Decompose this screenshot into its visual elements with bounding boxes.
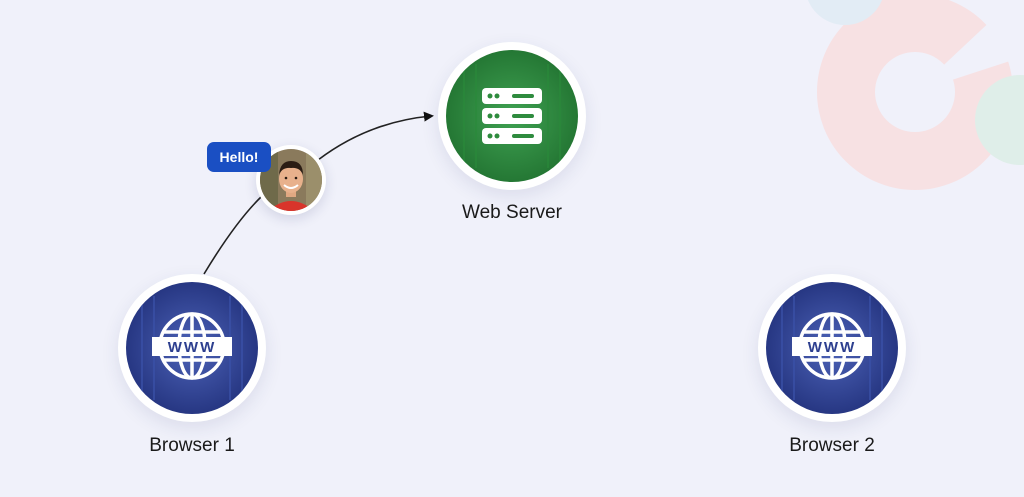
globe-www-text: WWW [168, 339, 216, 356]
globe-www-icon: WWW [126, 282, 258, 414]
connector-arrow [317, 111, 434, 161]
web-server-node[interactable] [438, 42, 586, 190]
server-icon [446, 50, 578, 182]
browser-2-node[interactable]: WWW [758, 274, 906, 422]
browser-1-disc: WWW [126, 282, 258, 414]
browser-2-label: Browser 2 [789, 435, 875, 456]
web-server-disc [446, 50, 578, 182]
connector-path [203, 195, 263, 275]
web-server-label: Web Server [462, 202, 562, 223]
globe-www-icon: WWW [766, 282, 898, 414]
browser-2-disc: WWW [766, 282, 898, 414]
hello-message-bubble: Hello! [207, 142, 271, 172]
browser-1-node[interactable]: WWW [118, 274, 266, 422]
browser-1-label: Browser 1 [149, 435, 235, 456]
globe-www-text: WWW [808, 339, 856, 356]
